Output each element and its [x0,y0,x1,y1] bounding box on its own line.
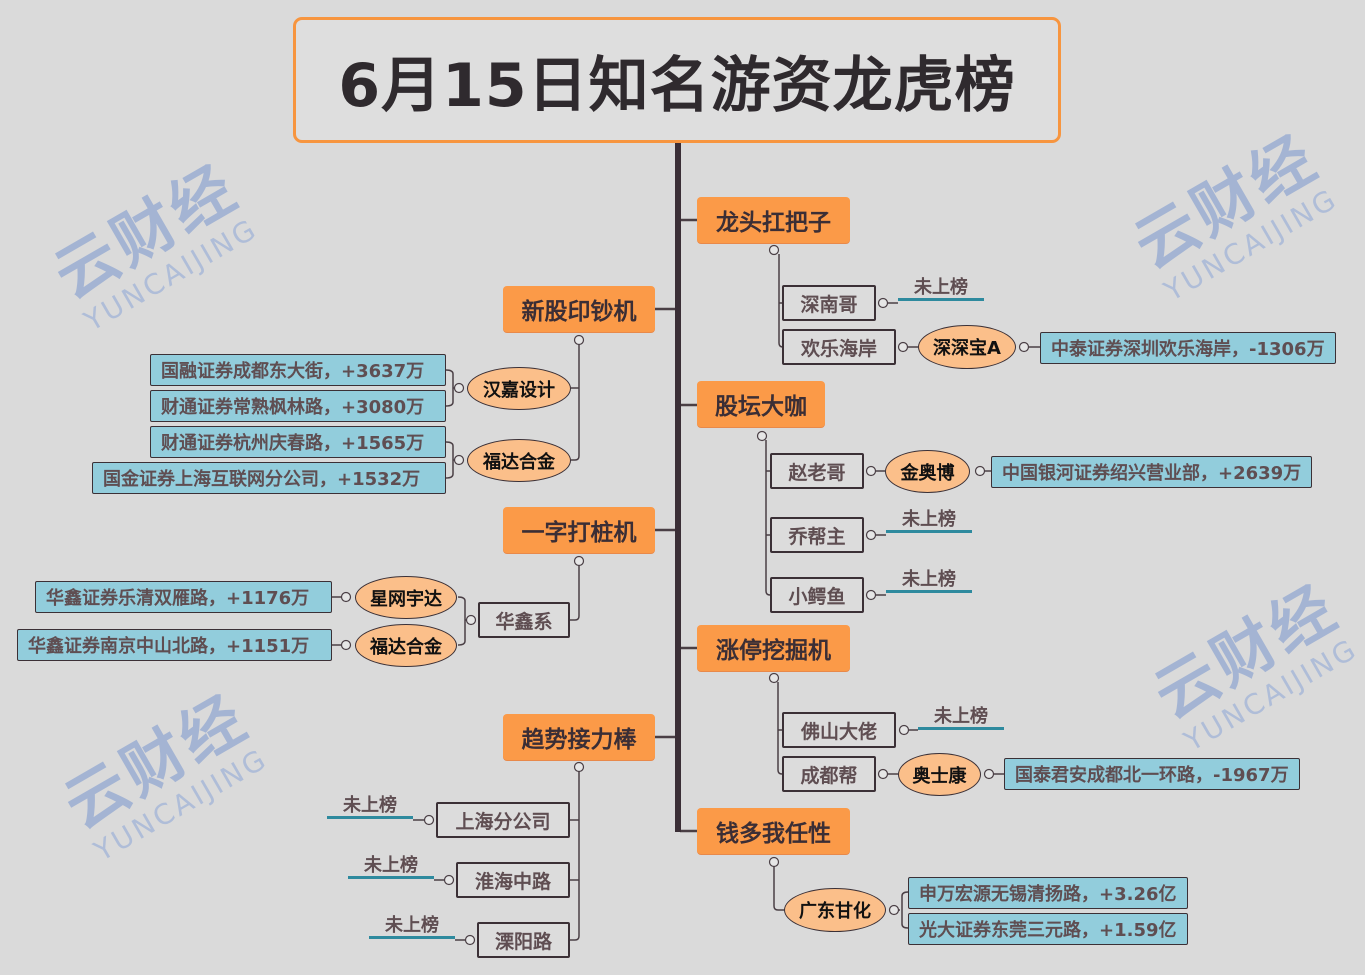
not-listed-label: 未上榜 [327,797,413,819]
collapse-toggle[interactable] [865,529,877,541]
collapse-toggle[interactable] [465,614,477,626]
not-listed-label: 未上榜 [886,571,972,593]
collapse-toggle[interactable] [898,724,910,736]
not-listed-label: 未上榜 [898,279,984,301]
category-longtou[interactable]: 龙头扛把子 [697,197,850,243]
not-listed-label: 未上榜 [886,511,972,533]
stock-node[interactable]: 深深宝A [918,325,1016,369]
broker-seat: 财通证券常熟枫林路，+3080万 [150,390,446,422]
category-zhangting[interactable]: 涨停挖掘机 [697,625,850,671]
trader-node[interactable]: 小鳄鱼 [770,577,864,613]
trader-node[interactable]: 乔帮主 [770,517,864,553]
not-listed-label: 未上榜 [348,857,434,879]
stock-node[interactable]: 广东甘化 [784,888,886,932]
collapse-toggle[interactable] [453,382,465,394]
collapse-toggle[interactable] [573,334,585,346]
collapse-toggle[interactable] [573,555,585,567]
collapse-toggle[interactable] [983,768,995,780]
trader-node[interactable]: 成都帮 [782,756,876,792]
collapse-toggle[interactable] [768,672,780,684]
collapse-toggle[interactable] [974,465,986,477]
collapse-toggle[interactable] [423,814,435,826]
broker-seat: 华鑫证券乐清双雁路，+1176万 [35,581,332,613]
broker-seat: 中国银河证券绍兴营业部，+2639万 [991,456,1313,488]
trader-node[interactable]: 溧阳路 [477,922,570,958]
collapse-toggle[interactable] [768,244,780,256]
trader-node[interactable]: 欢乐海岸 [782,329,896,365]
category-yizi[interactable]: 一字打桩机 [503,507,655,553]
broker-seat: 国泰君安成都北一环路，-1967万 [1004,758,1300,790]
broker-seat: 华鑫证券南京中山北路，+1151万 [17,629,332,661]
collapse-toggle[interactable] [340,591,352,603]
collapse-toggle[interactable] [756,430,768,442]
collapse-toggle[interactable] [1018,341,1030,353]
trader-node[interactable]: 赵老哥 [770,453,864,489]
trader-node[interactable]: 佛山大佬 [782,712,896,748]
collapse-toggle[interactable] [877,768,889,780]
broker-seat: 财通证券杭州庆春路，+1565万 [150,426,446,458]
category-qushi[interactable]: 趋势接力棒 [503,714,655,760]
collapse-toggle[interactable] [464,934,476,946]
collapse-toggle[interactable] [897,341,909,353]
collapse-toggle[interactable] [443,874,455,886]
broker-seat: 光大证券东莞三元路，+1.59亿 [908,913,1188,945]
stock-node[interactable]: 福达合金 [467,439,571,482]
collapse-toggle[interactable] [888,904,900,916]
broker-seat: 国金证券上海互联网分公司，+1532万 [92,462,446,494]
stock-node[interactable]: 奥士康 [898,753,981,796]
trader-node[interactable]: 上海分公司 [436,802,570,838]
broker-seat: 国融证券成都东大街，+3637万 [150,354,446,386]
central-trunk [675,142,681,832]
category-qianduo[interactable]: 钱多我任性 [697,808,850,854]
stock-node[interactable]: 汉嘉设计 [467,367,571,410]
collapse-toggle[interactable] [573,761,585,773]
page-title: 6月15日知名游资龙虎榜 [293,17,1061,143]
collapse-toggle[interactable] [865,589,877,601]
collapse-toggle[interactable] [340,639,352,651]
collapse-toggle[interactable] [768,856,780,868]
stock-node[interactable]: 福达合金 [355,624,457,667]
not-listed-label: 未上榜 [918,708,1004,730]
stock-node[interactable]: 星网宇达 [355,576,457,619]
trader-node[interactable]: 深南哥 [782,285,876,321]
broker-seat: 申万宏源无锡清扬路，+3.26亿 [908,877,1188,909]
trader-node[interactable]: 淮海中路 [456,862,570,898]
category-xingu[interactable]: 新股印钞机 [503,286,655,332]
not-listed-label: 未上榜 [369,917,455,939]
collapse-toggle[interactable] [453,454,465,466]
broker-seat: 中泰证券深圳欢乐海岸，-1306万 [1040,332,1336,364]
stock-node[interactable]: 金奥博 [885,450,970,493]
collapse-toggle[interactable] [865,465,877,477]
collapse-toggle[interactable] [877,297,889,309]
trader-node[interactable]: 华鑫系 [478,602,570,638]
category-gutan[interactable]: 股坛大咖 [697,381,825,427]
